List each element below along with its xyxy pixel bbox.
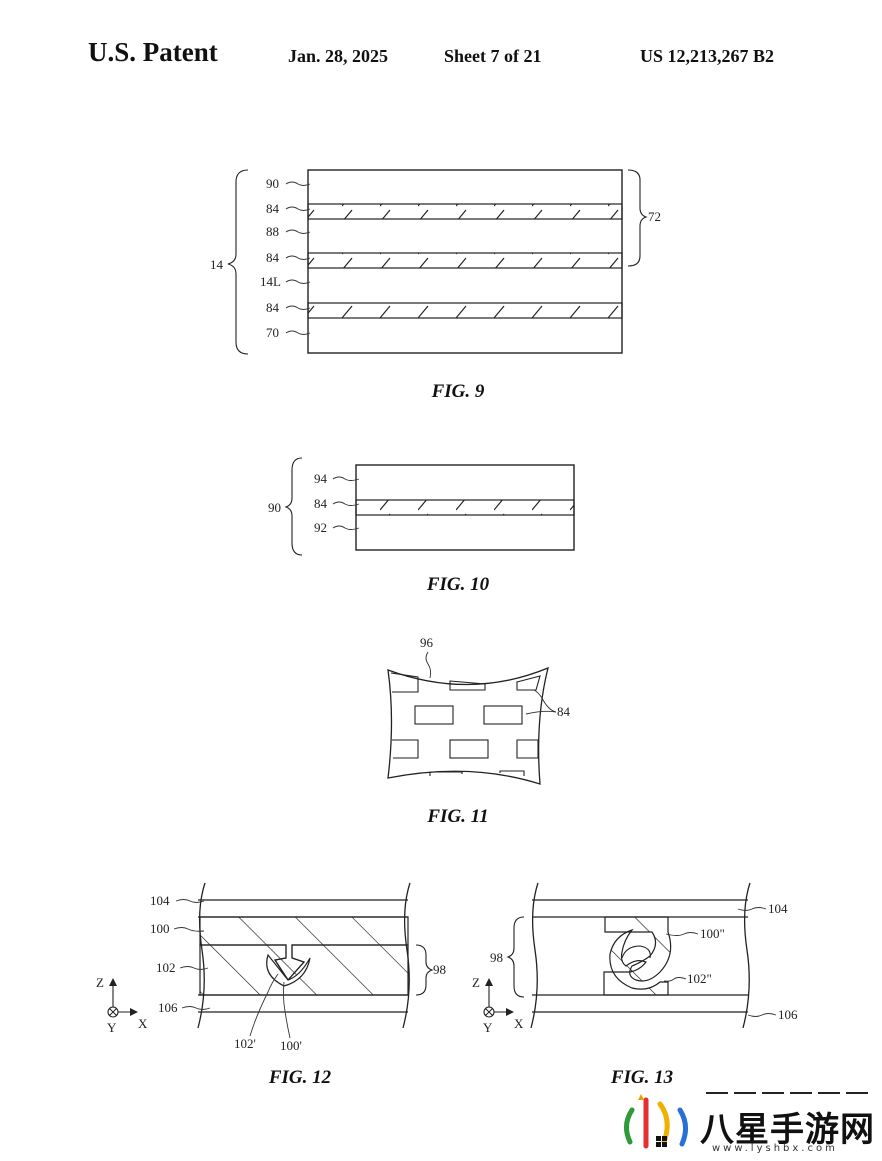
fig13-label: 102" <box>687 971 712 986</box>
fig13-caption: FIG. 13 <box>610 1067 673 1088</box>
patent-label: U.S. Patent <box>88 37 218 67</box>
fig9-left-brace <box>227 169 249 355</box>
fig11-sheet-outline <box>387 666 549 785</box>
fig13-axis-indicator <box>483 978 514 1018</box>
fig13-brace-98 <box>506 916 525 998</box>
fig9-layer-label: 84 <box>266 201 280 216</box>
fig13-leader-lines <box>663 907 777 1017</box>
patent-number: US 12,213,267 B2 <box>640 46 775 66</box>
fig12-label: 104 <box>150 893 170 908</box>
fig13-hook-100 <box>604 916 672 982</box>
fig13-left-edge <box>530 882 539 1029</box>
fig11-label-96: 96 <box>420 635 434 650</box>
fig9-layer-label: 90 <box>266 176 279 191</box>
fig9-adhesive-layer-2 <box>307 252 623 269</box>
fig13-interlock-curve <box>621 945 651 959</box>
fig9-label-14: 14 <box>210 257 224 272</box>
fig13-axis-z: Z <box>472 975 480 990</box>
fig10-left-brace <box>284 457 303 556</box>
fig11-leader-84a <box>533 689 557 713</box>
fig10: 90 94 84 92 FIG. 10 <box>268 457 575 595</box>
fig10-leader-lines <box>332 476 360 530</box>
fig12-label: 106 <box>158 1000 178 1015</box>
fig12-brace-98 <box>415 944 434 996</box>
fig11-caption: FIG. 11 <box>426 806 488 827</box>
fig13-axis-y: Y <box>483 1020 493 1035</box>
watermark-name: 八星手游网 <box>700 1110 875 1150</box>
fig12-interlock-cavity <box>266 953 311 987</box>
patent-date: Jan. 28, 2025 <box>288 46 389 66</box>
fig9: 14 72 90 84 88 84 14L 84 70 FIG. 9 <box>210 169 661 402</box>
fig11-leader-84b <box>525 710 557 715</box>
fig12: 104 100 102 106 102' 100' 98 Z Y X FIG. … <box>96 882 446 1088</box>
fig9-adhesive-layer-3 <box>307 302 623 319</box>
fig12-label: 98 <box>433 962 446 977</box>
fig11-leader-96 <box>425 651 432 679</box>
sheet-number: Sheet 7 of 21 <box>444 46 542 66</box>
fig12-label: 100 <box>150 921 170 936</box>
fig11-adhesive-patches <box>390 672 541 776</box>
fig13-label: 106 <box>778 1007 798 1022</box>
fig9-right-brace <box>627 169 648 267</box>
fig9-layer-label: 70 <box>266 325 279 340</box>
watermark-url: www.lyshbx.com <box>712 1143 838 1154</box>
fig13-hook-102 <box>603 928 669 996</box>
fig12-caption: FIG. 12 <box>268 1067 332 1088</box>
fig13-label: 104 <box>768 901 788 916</box>
fig12-axis-z: Z <box>96 975 104 990</box>
fig10-layer-label: 84 <box>314 496 328 511</box>
fig12-leader-lines <box>173 899 291 1039</box>
site-watermark <box>624 1092 870 1149</box>
fig12-label: 100' <box>280 1038 302 1053</box>
fig12-axis-indicator <box>107 978 138 1018</box>
fig10-layer-label: 92 <box>314 520 327 535</box>
fig12-label: 102' <box>234 1036 256 1051</box>
fig12-label: 102 <box>156 960 176 975</box>
fig13-axis-x: X <box>514 1016 524 1031</box>
fig11: 96 84 FIG. 11 <box>387 635 571 827</box>
fig12-axis-y: Y <box>107 1020 117 1035</box>
fig9-layer-label: 88 <box>266 224 279 239</box>
fig10-label-90: 90 <box>268 500 281 515</box>
fig9-caption: FIG. 9 <box>431 381 485 402</box>
fig9-adhesive-layer-1 <box>307 203 623 220</box>
fig13-right-edge <box>742 882 751 1029</box>
fig13-label: 100" <box>700 926 725 941</box>
fig10-adhesive-layer <box>355 499 575 516</box>
fig9-layer-label: 84 <box>266 300 280 315</box>
fig10-layer-label: 94 <box>314 471 328 486</box>
fig9-layer-label: 14L <box>260 274 281 289</box>
watermark-logo-icon <box>624 1094 688 1149</box>
fig9-leader-lines <box>285 181 311 335</box>
fig13-label: 98 <box>490 950 503 965</box>
fig13: 104 98 100" 102" 106 Z Y X FIG. 13 <box>472 882 798 1088</box>
fig11-label-84: 84 <box>557 704 571 719</box>
fig9-layer-label: 84 <box>266 250 280 265</box>
fig9-label-72: 72 <box>648 209 661 224</box>
fig12-axis-x: X <box>138 1016 148 1031</box>
fig10-caption: FIG. 10 <box>426 574 490 595</box>
